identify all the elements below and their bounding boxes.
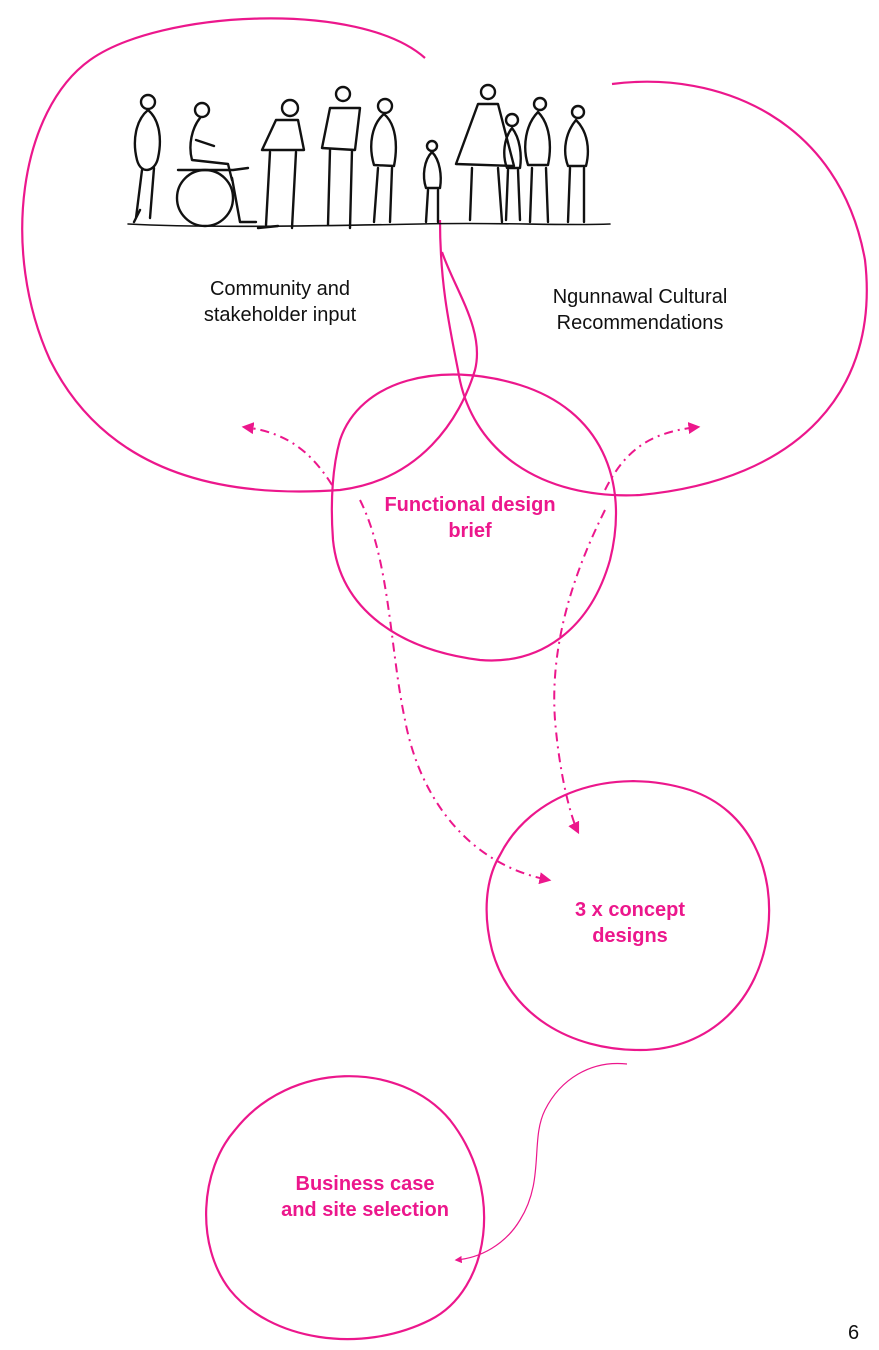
person-figure — [132, 93, 162, 224]
person-figure — [524, 96, 552, 224]
ground-line — [127, 222, 611, 228]
arrow-to-community — [241, 422, 333, 486]
brief-label: Functional design brief — [384, 494, 556, 542]
person-figure — [503, 112, 522, 222]
concepts-circle — [485, 780, 771, 1052]
arrow-right-to-concepts — [553, 509, 606, 835]
person-figure — [454, 83, 516, 224]
concepts-label: 3 x concept designs — [574, 899, 686, 947]
person-figure — [564, 104, 590, 224]
business-label: Business case and site selection — [281, 1173, 449, 1221]
wheelchair-user-icon — [175, 101, 258, 228]
community-loop — [21, 17, 479, 493]
brief-circle — [330, 373, 618, 662]
page-number: 6 — [848, 1322, 860, 1344]
ngunnawal-loop — [438, 80, 868, 497]
person-figure — [370, 97, 398, 224]
person-figure — [422, 139, 442, 224]
community-label: Community and stakeholder input — [203, 278, 357, 326]
person-figure — [256, 98, 306, 230]
business-circle — [205, 1075, 486, 1341]
arrow-to-ngunnawal — [604, 422, 701, 491]
people-sketch-icon — [127, 83, 611, 230]
person-figure — [320, 85, 362, 230]
ngunnawal-label: Ngunnawal Cultural Recommendations — [552, 286, 728, 334]
arrow-left-to-concepts — [359, 499, 552, 885]
arrow-to-business — [454, 1062, 628, 1264]
